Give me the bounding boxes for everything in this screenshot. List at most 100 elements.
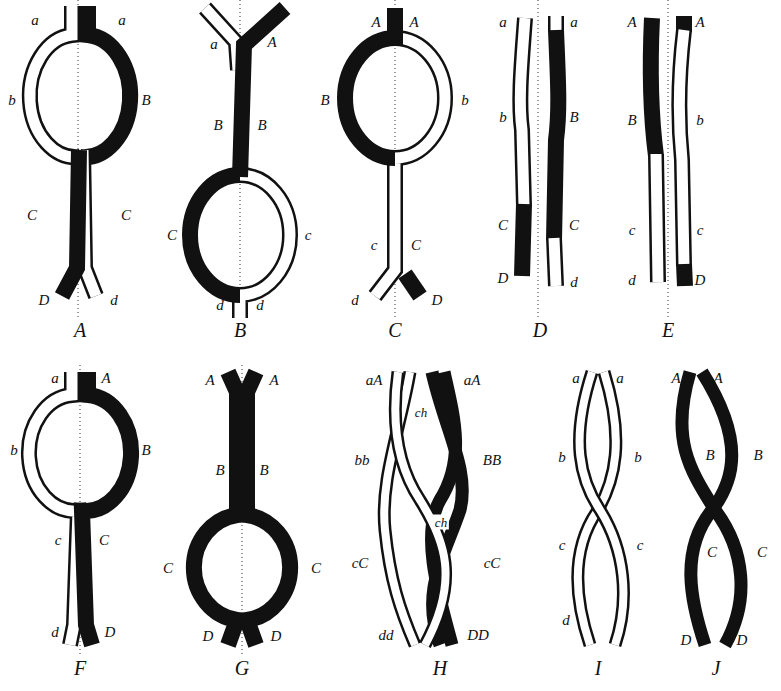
strand-letter: D xyxy=(271,629,282,644)
strand-letter: a xyxy=(31,13,39,28)
strand-letter: A xyxy=(205,373,214,388)
panel-letter: H xyxy=(433,658,447,678)
strand-letter: D xyxy=(681,633,692,648)
panel-e-figure xyxy=(651,16,685,286)
panel-g-figure xyxy=(194,372,290,645)
strand-letter: b xyxy=(696,113,704,128)
strand-letter: d xyxy=(570,275,578,290)
strand-letter: dd xyxy=(379,628,394,643)
strand-letter: d xyxy=(562,613,570,628)
strand-letter: C xyxy=(498,218,508,233)
strand-letter: bb xyxy=(355,453,370,468)
strand-letter: a xyxy=(210,37,218,52)
strand-letter: B xyxy=(215,463,224,478)
strand-letter: A xyxy=(695,15,704,30)
strand-letter: c xyxy=(637,538,644,553)
panel-j-figure xyxy=(682,372,741,645)
panel-b-figure xyxy=(190,8,290,318)
strand-letter: d xyxy=(216,298,224,313)
strand-letter: DD xyxy=(467,628,489,643)
strand-letter: c xyxy=(697,223,704,238)
strand-letter: B xyxy=(141,93,150,108)
strand-letter: a xyxy=(499,15,507,30)
strand-letter: D xyxy=(203,629,214,644)
strand-letter: A xyxy=(267,35,276,50)
panel-a-figure xyxy=(30,6,130,296)
strand-letter: C xyxy=(27,208,37,223)
strand-letter: B xyxy=(753,448,762,463)
strand-letter: D xyxy=(498,271,509,286)
strand-letter: c xyxy=(629,223,636,238)
strand-letter: A xyxy=(269,373,278,388)
strand-letter: D xyxy=(105,625,116,640)
strand-letter: C xyxy=(707,545,717,560)
strand-letter: B xyxy=(141,443,150,458)
strand-letter: b xyxy=(8,93,16,108)
strand-letter: d xyxy=(351,293,359,308)
strand-letter: C xyxy=(163,561,173,576)
strand-letter: c xyxy=(559,538,566,553)
strand-letter: A xyxy=(671,371,680,386)
strand-letter: b xyxy=(558,450,566,465)
strand-letter: A xyxy=(371,15,380,30)
panel-letter: D xyxy=(533,320,547,340)
strand-letter: D xyxy=(695,273,706,288)
strand-letter: C xyxy=(99,533,109,548)
strand-letter: c xyxy=(55,533,62,548)
chiasma-label: ch xyxy=(433,515,449,530)
strand-letter: b xyxy=(634,450,642,465)
strand-letter: a xyxy=(51,371,59,386)
strand-letter: B xyxy=(627,113,636,128)
panel-letter: J xyxy=(712,658,721,678)
panel-i-figure xyxy=(578,372,624,645)
strand-letter: B xyxy=(320,93,329,108)
strand-letter: C xyxy=(167,228,177,243)
panel-f-figure xyxy=(29,372,131,645)
panel-letter: E xyxy=(662,320,674,340)
strand-letter: d xyxy=(628,273,636,288)
panel-letter: B xyxy=(234,320,246,340)
strand-letter: aA xyxy=(366,373,383,388)
strand-letter: b xyxy=(10,443,18,458)
strand-letter: C xyxy=(311,561,321,576)
strand-letter: A xyxy=(627,15,636,30)
panel-d-figure xyxy=(520,16,558,286)
strand-letter: a xyxy=(570,15,578,30)
strand-letter: B xyxy=(569,110,578,125)
strand-letter: A xyxy=(713,371,722,386)
strand-letter: cC xyxy=(484,556,501,571)
strand-letter: B xyxy=(257,118,266,133)
strand-letter: a xyxy=(572,371,580,386)
strand-letter: d xyxy=(51,625,59,640)
strand-letter: C xyxy=(121,208,131,223)
panel-letter: I xyxy=(595,658,602,678)
strand-letter: d xyxy=(256,298,264,313)
strand-letter: C xyxy=(757,545,767,560)
strand-letter: C xyxy=(569,218,579,233)
panel-letter: C xyxy=(388,320,401,340)
panel-letter: F xyxy=(74,658,86,678)
strand-letter: d xyxy=(110,293,118,308)
strand-letter: b xyxy=(499,110,507,125)
strand-letter: c xyxy=(371,238,378,253)
strand-letter: A xyxy=(101,371,110,386)
strand-letter: BB xyxy=(483,453,501,468)
strand-letter: a xyxy=(118,13,126,28)
strand-letter: b xyxy=(461,93,469,108)
panel-c-figure xyxy=(345,8,445,296)
strand-letter: aA xyxy=(464,373,481,388)
strand-letter: D xyxy=(39,293,50,308)
strand-letter: D xyxy=(432,293,443,308)
strand-letter: D xyxy=(737,633,748,648)
strand-letter: cC xyxy=(352,556,369,571)
chiasma-label: ch xyxy=(413,405,429,420)
panel-h-figure xyxy=(384,372,462,645)
axis-lines xyxy=(78,0,668,655)
strand-letter: B xyxy=(213,118,222,133)
strand-letter: B xyxy=(259,463,268,478)
panel-letter: G xyxy=(235,658,249,678)
strand-letter: c xyxy=(305,228,312,243)
strand-letter: B xyxy=(705,448,714,463)
strand-letter: C xyxy=(411,238,421,253)
